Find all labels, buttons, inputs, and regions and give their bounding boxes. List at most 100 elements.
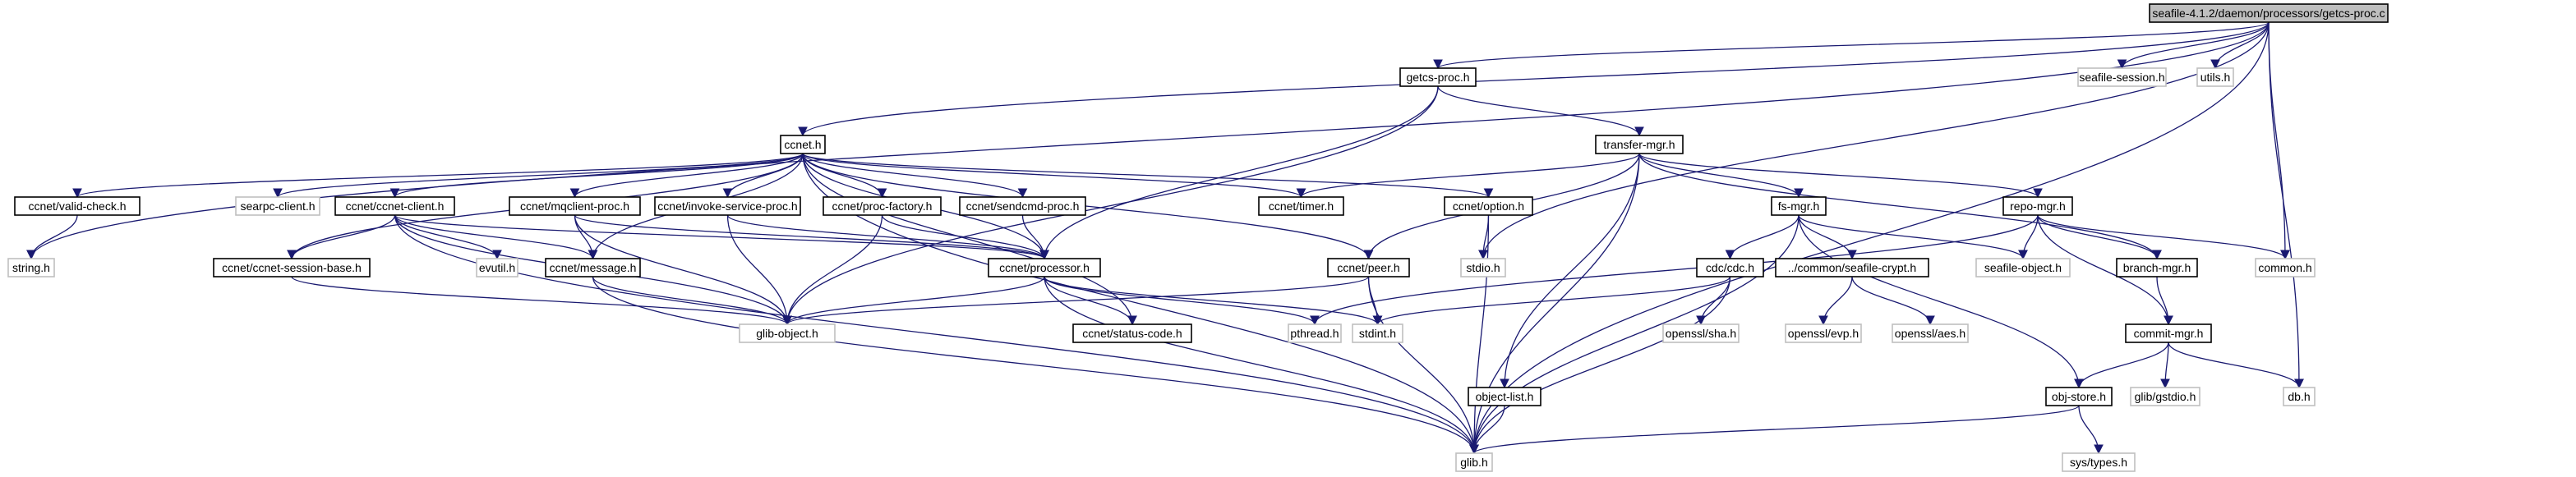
edge-ccnet-to-timer <box>802 153 1306 199</box>
edge-commit-to-db <box>2168 342 2304 389</box>
node-ccnet-ccnet-session-base-h[interactable]: ccnet/ccnet-session-base.h <box>213 258 371 277</box>
node-seafile-4-1-2-daemon-processors-getcs-proc-c[interactable]: seafile-4.1.2/daemon/processors/getcs-pr… <box>2149 3 2389 23</box>
node-commit-mgr-h[interactable]: commit-mgr.h <box>2125 323 2212 343</box>
node-ccnet-peer-h[interactable]: ccnet/peer.h <box>1327 258 1410 277</box>
node-box <box>14 196 141 216</box>
node-openssl-sha-h: openssl/sha.h <box>1662 323 1740 343</box>
edge-fsmgr-to-seafobj <box>1798 214 2028 260</box>
edge-ccnet-to-valid <box>72 153 804 199</box>
edge-fsmgr-to-glib <box>1469 214 1800 455</box>
edge-mqclient-to-gobject <box>574 214 792 326</box>
node-ccnet-processor-h[interactable]: ccnet/processor.h <box>988 258 1101 277</box>
edge-root-to-ccnet <box>798 21 2270 137</box>
node-common-h: common.h <box>2255 258 2316 277</box>
edge-message-to-glib <box>592 276 1479 455</box>
node-box <box>2062 452 2136 472</box>
edge-root-to-stringh <box>26 21 2270 260</box>
edge-factory-to-gobject <box>782 214 883 326</box>
node-label: ccnet/proc-factory.h <box>832 200 933 213</box>
edge-commit-to-gstdio <box>2160 342 2170 389</box>
node-label: ccnet/sendcmd-proc.h <box>966 200 1080 213</box>
node-ccnet-valid-check-h[interactable]: ccnet/valid-check.h <box>14 196 141 216</box>
node-ccnet-ccnet-client-h[interactable]: ccnet/ccnet-client.h <box>334 196 455 216</box>
node-object-list-h[interactable]: object-list.h <box>1468 387 1541 406</box>
edge-getcs-to-transfer <box>1437 85 1644 137</box>
node-label: db.h <box>2288 390 2310 403</box>
node-box <box>2002 196 2073 216</box>
edge-transfer-to-branch <box>1638 153 2162 260</box>
node-box <box>1595 135 1684 154</box>
node-box <box>7 258 55 277</box>
node-box <box>1444 196 1533 216</box>
node-searpc-client-h: searpc-client.h <box>235 196 320 216</box>
edge-transfer-to-objlist <box>1500 153 1640 389</box>
node-box <box>235 196 320 216</box>
node-label: ccnet/ccnet-session-base.h <box>222 261 362 274</box>
node-ccnet-mqclient-proc-h[interactable]: ccnet/mqclient-proc.h <box>509 196 641 216</box>
edge-client-to-message <box>394 214 598 260</box>
node-label: openssl/sha.h <box>1666 327 1736 340</box>
node-label: openssl/evp.h <box>1788 327 1859 340</box>
node-label: ccnet/message.h <box>550 261 637 274</box>
node-box <box>2116 258 2198 277</box>
node-branch-mgr-h[interactable]: branch-mgr.h <box>2116 258 2198 277</box>
node-ccnet-sendcmd-proc-h[interactable]: ccnet/sendcmd-proc.h <box>959 196 1086 216</box>
node-label: glib/gstdio.h <box>2135 390 2196 403</box>
node-box <box>959 196 1086 216</box>
edge-crypt-to-aes <box>1851 276 1935 326</box>
node-box <box>1399 67 1477 87</box>
node-stdint-h: stdint.h <box>1352 323 1403 343</box>
node-repo-mgr-h[interactable]: repo-mgr.h <box>2002 196 2073 216</box>
node-ccnet-proc-factory-h[interactable]: ccnet/proc-factory.h <box>823 196 942 216</box>
node-fs-mgr-h[interactable]: fs-mgr.h <box>1771 196 1827 216</box>
node-label: ccnet/peer.h <box>1337 261 1399 274</box>
node-box <box>1696 258 1764 277</box>
edge-repomgr-to-branch <box>2037 214 2162 260</box>
node-ccnet-timer-h[interactable]: ccnet/timer.h <box>1258 196 1344 216</box>
node-label: ccnet/processor.h <box>999 261 1090 274</box>
node-label: ccnet/option.h <box>1453 200 1524 213</box>
edge-repomgr-to-seafobj <box>2018 214 2039 260</box>
edge-layer <box>26 21 2304 455</box>
edge-fsmgr-to-cdc <box>1725 214 1800 260</box>
node-label: stdio.h <box>1466 261 1500 274</box>
node-ccnet-option-h[interactable]: ccnet/option.h <box>1444 196 1533 216</box>
node-box <box>1975 258 2071 277</box>
node-ccnet-status-code-h[interactable]: ccnet/status-code.h <box>1072 323 1192 343</box>
node-ccnet-h[interactable]: ccnet.h <box>780 135 826 154</box>
node-label: ccnet/status-code.h <box>1082 327 1182 340</box>
node-label: evutil.h <box>479 261 515 274</box>
node-label: seafile-4.1.2/daemon/processors/getcs-pr… <box>2152 7 2385 20</box>
node-ccnet-invoke-service-proc-h[interactable]: ccnet/invoke-service-proc.h <box>654 196 801 216</box>
node-getcs-proc-h[interactable]: getcs-proc.h <box>1399 67 1477 87</box>
node-obj-store-h[interactable]: obj-store.h <box>2045 387 2113 406</box>
edge-processor-to-pthread <box>1044 276 1320 326</box>
edge-repomgr-to-commit <box>2037 214 2173 326</box>
node-sys-types-h: sys/types.h <box>2062 452 2136 472</box>
node-box <box>1327 258 1410 277</box>
node-label: cdc/cdc.h <box>1706 261 1754 274</box>
node-common-seafile-crypt-h[interactable]: ../common/seafile-crypt.h <box>1775 258 1929 277</box>
edge-cdc-to-stdint <box>1372 276 1731 326</box>
edge-ccnet-to-option <box>802 153 1493 199</box>
node-transfer-mgr-h[interactable]: transfer-mgr.h <box>1595 135 1684 154</box>
node-string-h: string.h <box>7 258 55 277</box>
node-box <box>1072 323 1192 343</box>
node-label: glib.h <box>1460 456 1487 469</box>
node-box <box>1352 323 1403 343</box>
node-label: branch-mgr.h <box>2123 261 2191 274</box>
node-ccnet-message-h[interactable]: ccnet/message.h <box>545 258 641 277</box>
node-box <box>2045 387 2113 406</box>
node-label: ccnet/mqclient-proc.h <box>520 200 629 213</box>
edge-valid-to-stringh <box>26 214 78 260</box>
edge-processor-to-glib <box>1044 276 1479 455</box>
node-seafile-session-h: seafile-session.h <box>2077 67 2167 87</box>
edge-ccnet-to-searpc <box>273 153 804 199</box>
node-cdc-cdc-h[interactable]: cdc/cdc.h <box>1696 258 1764 277</box>
node-label: searpc-client.h <box>240 200 315 213</box>
edge-root-to-utils <box>2210 21 2270 70</box>
node-label: string.h <box>12 261 50 274</box>
node-label: ccnet/timer.h <box>1269 200 1334 213</box>
node-label: glib-object.h <box>756 327 818 340</box>
